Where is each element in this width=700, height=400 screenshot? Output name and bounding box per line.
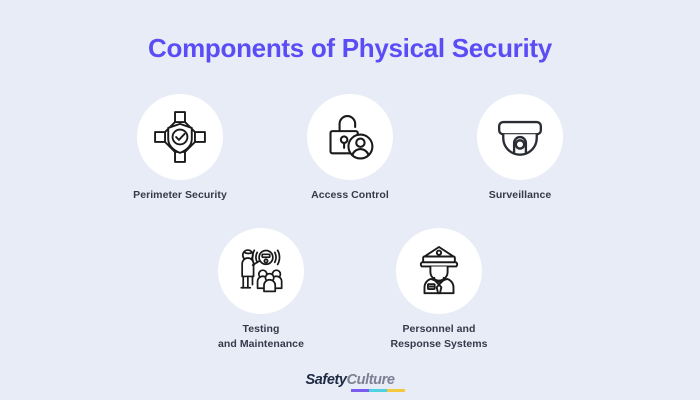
component-row-top: Perimeter Security: [0, 94, 700, 203]
icon-circle: [137, 94, 223, 180]
component-personnel-and-response-systems[interactable]: Personnel and Response Systems: [350, 228, 528, 352]
logo-text-safety: Safety: [305, 371, 347, 388]
safetyculture-logo[interactable]: SafetyCulture: [305, 371, 406, 392]
component-testing-and-maintenance[interactable]: Testing and Maintenance: [172, 228, 350, 352]
component-label: Surveillance: [488, 189, 552, 201]
component-label: Personnel and Response Systems: [390, 323, 488, 351]
component-access-control[interactable]: Access Control: [265, 94, 435, 203]
icon-circle: [477, 94, 563, 180]
logo-underline: [351, 389, 406, 392]
logo-underline-segment-cyan: [369, 389, 388, 392]
icon-circle: [218, 228, 304, 314]
page-title: Components of Physical Security: [148, 33, 552, 63]
logo-underline-segment-yellow: [387, 389, 406, 392]
component-label: Testing and Maintenance: [218, 323, 304, 351]
component-row-bottom: Testing and Maintenance: [0, 228, 700, 352]
unlocked-padlock-user-icon: [321, 108, 379, 166]
shield-check-network-icon: [151, 108, 209, 166]
component-perimeter-security[interactable]: Perimeter Security: [95, 94, 265, 203]
component-label: Perimeter Security: [133, 189, 227, 201]
footer: SafetyCulture: [0, 371, 700, 392]
logo-underline-segment-purple: [351, 389, 370, 392]
logo-text-culture: Culture: [346, 371, 395, 388]
security-guard-officer-icon: [410, 242, 468, 300]
dome-security-camera-icon: [491, 108, 549, 166]
icon-circle: [307, 94, 393, 180]
component-label: Access Control: [311, 189, 389, 201]
icon-circle: [396, 228, 482, 314]
component-surveillance[interactable]: Surveillance: [435, 94, 605, 203]
alarm-drill-people-icon: [232, 242, 290, 300]
